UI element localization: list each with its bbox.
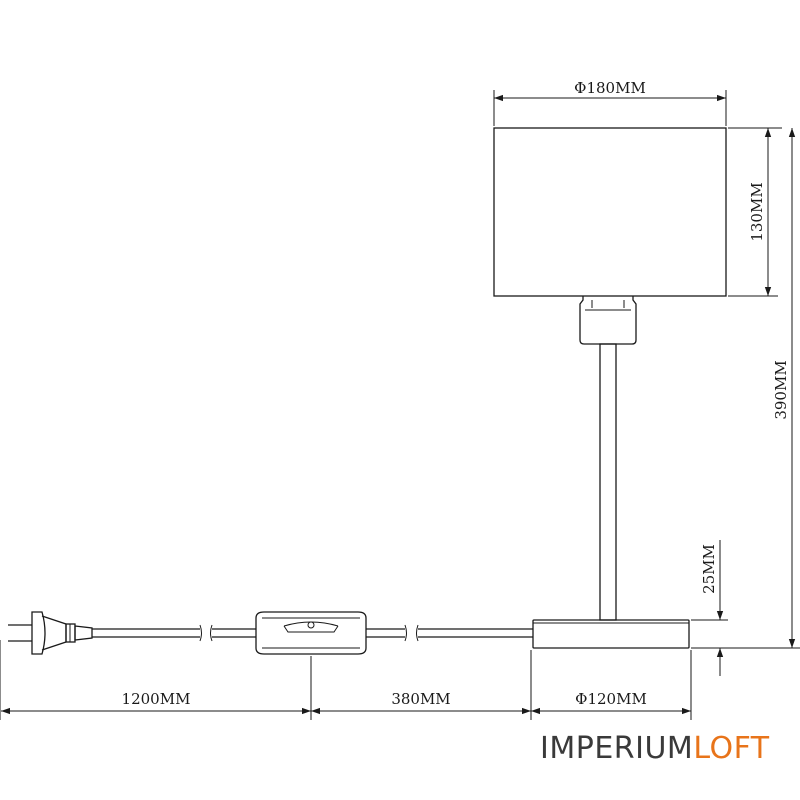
power-plug — [8, 611, 93, 655]
base-height-label: 25MM — [700, 544, 718, 594]
base-diameter-label: Φ120MM — [575, 690, 647, 708]
dimension-shade-diameter: Φ180MM — [493, 79, 727, 126]
cord-switch — [255, 611, 367, 655]
brand-name-part1: IMPERIUM — [540, 731, 694, 766]
cord-length-label: 1200MM — [122, 690, 191, 708]
dimension-total-height: 390MM — [691, 128, 800, 649]
total-height-label: 390MM — [772, 360, 790, 419]
lamp-socket — [579, 296, 637, 345]
lamp-stem — [599, 343, 617, 621]
lamp-shade — [493, 127, 727, 297]
dimension-base-height: 25MM — [691, 540, 728, 676]
dimension-shade-height: 130MM — [728, 127, 782, 297]
brand-logo: IMPERIUMLOFT — [540, 734, 770, 764]
lamp-base — [532, 619, 690, 649]
brand-name-part2: LOFT — [693, 731, 770, 766]
switch-distance-label: 380MM — [391, 690, 450, 708]
power-cord — [92, 624, 533, 642]
shade-diameter-label: Φ180MM — [574, 79, 646, 97]
shade-height-label: 130MM — [748, 182, 766, 241]
dimension-bottom-row: 1200MM 380MM Φ120MM — [0, 640, 692, 720]
